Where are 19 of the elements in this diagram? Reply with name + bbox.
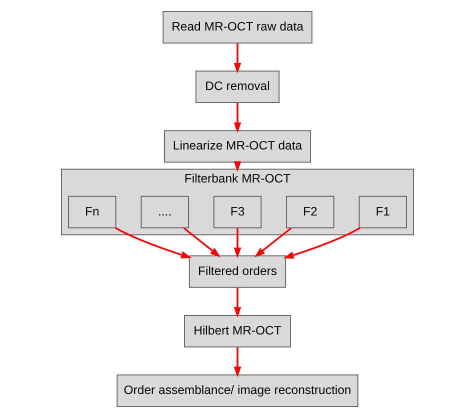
node-box: Hilbert MR-OCT [184, 314, 290, 348]
node-box: F1 [358, 196, 406, 228]
node-box: Read MR-OCT raw data [162, 11, 312, 44]
node-box: F3 [212, 196, 262, 228]
node-box: Filtered orders [188, 255, 286, 288]
arrow [233, 228, 241, 258]
arrow [114, 227, 192, 258]
node-box: .... [140, 196, 188, 228]
node-box: DC removal [194, 70, 280, 104]
node-box: F2 [286, 196, 334, 228]
arrow [233, 288, 241, 318]
arrow [233, 347, 241, 378]
node-box: Fn [68, 196, 116, 228]
arrow [254, 227, 292, 258]
arrow [233, 102, 241, 133]
arrow [282, 227, 360, 259]
arrow [233, 43, 241, 74]
arrow [182, 227, 220, 258]
node-box: Order assemblance/ image reconstruction [116, 374, 358, 407]
